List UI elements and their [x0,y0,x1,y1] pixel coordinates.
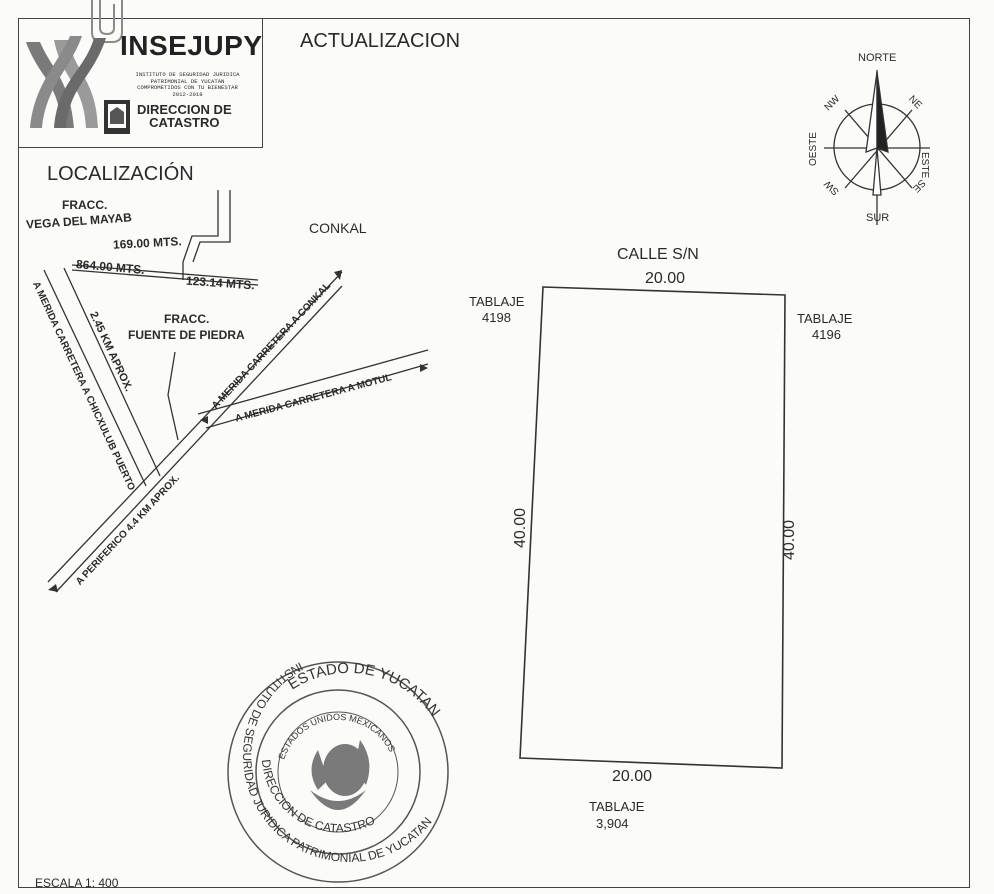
logo-sub-line-4: 2012-2018 [172,90,203,98]
header-box [18,18,263,148]
street-label: CALLE S/N [617,246,699,263]
official-seal [227,661,449,883]
plot-bottom-dimension: 20.00 [612,768,653,785]
plot-top-dimension: 20.00 [645,270,686,287]
logo-subtitle: INSTITUTO DE SEGURIDAD JURIDICA PATRIMON… [120,71,255,98]
logo-sub-line-1: INSTITUTO DE SEGURIDAD JURIDICA [135,71,240,78]
location-heading: LOCALIZACIÓN [47,163,194,185]
scale-label: ESCALA 1: 400 [35,876,119,890]
page-frame [18,18,970,888]
compass-east: ESTE [919,152,930,179]
document-title: ACTUALIZACION [300,30,461,52]
road-arrow-icons [48,270,428,592]
s-neighbor-label: TABLAJE [589,799,645,814]
direction-title: DIRECCION DE CATASTRO [137,103,232,129]
fracc-fuente-line-2: FUENTE DE PIEDRA [128,328,245,342]
shield-icon [104,100,130,134]
seal-outer-top: ESTADO DE YUCATAN [285,660,443,720]
compass-north: NORTE [858,52,897,64]
plot-left-dimension: 40.00 [512,507,529,548]
logo-sub-line-3: COMPROMETIDOS CON TU BIENESTAR [137,84,238,92]
logo-name: INSEJUPY [120,30,263,61]
direction-line-2: CATASTRO [149,115,220,130]
compass-south: SUR [866,212,890,224]
north-arrow-compass-icon [824,70,930,225]
nw-neighbor-label: TABLAJE [469,294,525,309]
compass-west: OESTE [808,132,819,166]
ne-neighbor-value: 4196 [812,327,841,342]
plot-polygon [519,286,786,769]
fracc-fuente-line-1: FRACC. [164,312,210,326]
logo-sub-line-2: PATRIMONIAL DE YUCATAN [150,77,225,85]
s-neighbor-value: 3,904 [596,816,629,831]
mexican-eagle-emblem-icon [310,740,370,810]
plot-right-dimension: 40.00 [781,519,798,560]
insejupy-logo-icon [26,36,106,128]
fracc-vega-line-1: FRACC. [62,198,108,212]
ne-neighbor-label: TABLAJE [797,311,853,326]
conkal-label: CONKAL [309,220,367,236]
direction-line-1: DIRECCION DE [137,102,232,117]
location-roads [43,190,429,593]
paperclip-icon [91,0,123,43]
nw-neighbor-value: 4198 [482,310,511,325]
